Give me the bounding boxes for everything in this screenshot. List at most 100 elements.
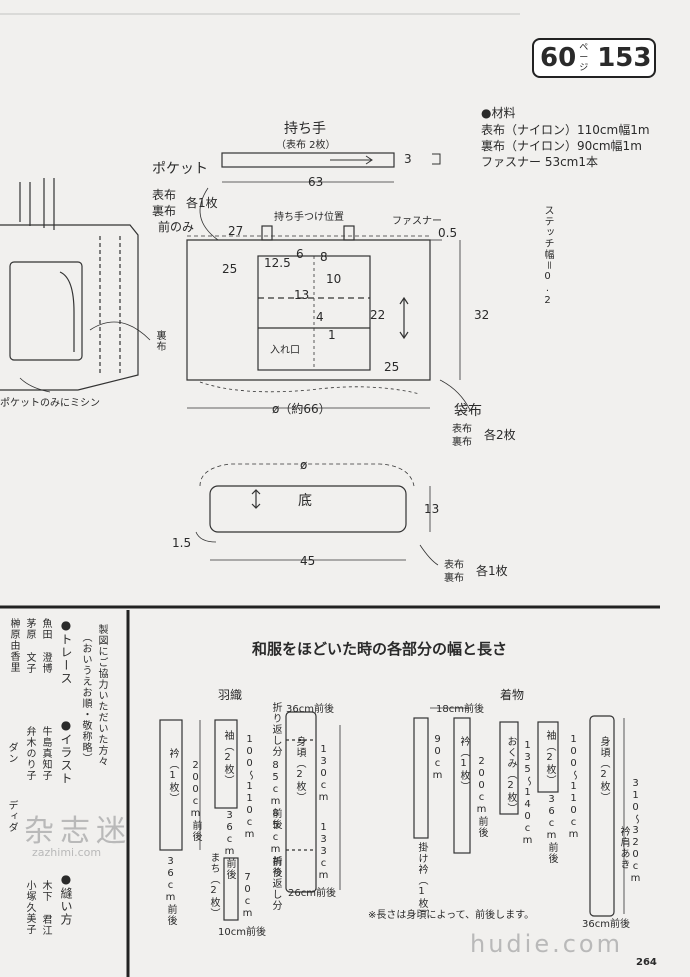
kimono-title: 和服をほどいた時の各部分の幅と長さ (252, 640, 508, 658)
pocket-title: ポケット (152, 161, 208, 177)
haori-machi-width: 10cm前後 (218, 927, 266, 938)
dim-label: 10 (326, 272, 342, 286)
credits-cooperation: 製図にご協力いただいた方々 (96, 624, 107, 767)
kimono-top-width: 18cm前後 (436, 704, 484, 715)
kimono-mami-length: 310〜320cm (630, 778, 641, 885)
page-ref-number: 60 (540, 43, 577, 73)
haori-eri-width: 36cm前後 (165, 856, 176, 926)
credits-trace-name: 魚田 澄博 (40, 618, 51, 674)
handle-title: 持ち手 (284, 121, 326, 137)
handle-note: （表布 2枚） (276, 140, 336, 151)
page-ref-unit: ページ (579, 43, 589, 73)
dim-label: 12.5 (264, 256, 291, 270)
pocket-front-only: 前のみ (158, 220, 195, 234)
credits-cooperation-sub: （おいうえお順・敬称略） (80, 632, 91, 764)
pocket-lining-label: 裏布 (154, 330, 165, 352)
bottom-title: 底 (298, 493, 312, 509)
materials-line: ファスナー 53cm1本 (481, 155, 599, 169)
kimono-eri-length: 200cm前後 (476, 756, 487, 838)
pocket-count: 各1枚 (186, 196, 218, 210)
dim-label: 1 (328, 328, 336, 342)
watermark-url: zazhimi.com (32, 846, 102, 859)
haori-orikaeshi-bottom: 折り返し分 (270, 856, 281, 911)
pocket-note-a: 表布 (152, 188, 177, 202)
dim-label: 0.5 (438, 226, 458, 240)
opening-label: 入れ口 (270, 345, 300, 356)
page-number-big: 153 (597, 43, 652, 73)
handle-width: 3 (404, 152, 412, 166)
bottom-height: 13 (424, 502, 440, 516)
credits-trace-name: 榊原由香里 (8, 618, 19, 673)
kimono-footnote: ※長さは身頃によって、前後します。 (368, 910, 535, 921)
kimono-kakeeri: 掛け衿（1枚） (416, 842, 427, 920)
kimono-label: 着物 (500, 688, 525, 702)
kimono-kakeeri-shape (413, 717, 429, 839)
materials-heading: ●材料 (481, 106, 516, 120)
dim-label: 6 (296, 247, 304, 261)
credits-sewing-name: 木下 君江 (40, 880, 51, 936)
bottom-note-b: 裏布 (444, 573, 464, 584)
bottom-note-a: 表布 (444, 560, 464, 571)
haori-machi: まち（2枚） (208, 852, 219, 919)
watermark-cn: 杂志迷 (24, 814, 132, 849)
bottom-phi: ø (300, 458, 308, 472)
credits-trace-name: 茅原 文子 (24, 618, 35, 674)
dim-label: 8 (320, 250, 328, 264)
circumference-label: ø（約66） (272, 402, 331, 416)
kimono-mami-width: 36cm前後 (582, 919, 630, 930)
handle-strap (221, 152, 395, 168)
dim-label: 32 (474, 308, 490, 322)
zipper-label: ファスナー (392, 216, 442, 227)
kimono-sode-width: 36cm前後 (546, 794, 557, 864)
kimono-sode-length: 100〜110cm (568, 734, 579, 841)
credits-illust-label: ●イラスト (59, 718, 73, 785)
dim-label: 22 (370, 308, 386, 322)
credits-illust-name: 弁木のり子 (24, 726, 35, 781)
haori-orikaeshi-top: 折り返し分 (270, 702, 281, 757)
haori-mami-length2: 133cm (318, 822, 329, 882)
haori-mami-top: 36cm前後 (286, 704, 334, 715)
dim-label: 25 (222, 262, 238, 276)
haori-fold-b: 85cm前後 (270, 808, 281, 878)
page-badge: 60 ページ 153 (532, 38, 656, 78)
kimono-sode: 袖（2枚） (544, 730, 555, 786)
kimono-okumi: おくみ（2枚） (505, 736, 516, 814)
credits-cut-name: ダン (6, 742, 17, 764)
haori-eri-shape (159, 719, 183, 851)
stitch-width-label: ステッチ幅＝0.2 (542, 205, 553, 307)
footer-page-number: 264 (636, 957, 657, 968)
kimono-kakeeri-length: 90cm (432, 734, 443, 782)
watermark-site: hudie.com (470, 930, 623, 958)
kimono-eri: 衿（1枚） (458, 736, 469, 792)
kimono-okumi-length: 135〜140cm (522, 740, 533, 847)
materials-line: 表布（ナイロン）110cm幅1m (481, 123, 650, 137)
body-note-b: 裏布 (452, 437, 472, 448)
body-piece-outline (186, 239, 431, 381)
haori-mami-length1: 130cm (318, 744, 329, 804)
dim-label: 4 (316, 310, 324, 324)
credits-trace-label: ●トレース (59, 618, 73, 685)
kimono-kata: 衿肩あき (618, 826, 629, 870)
bottom-width: 45 (300, 554, 316, 568)
haori-fold-a: 85cm前後 (270, 760, 281, 830)
materials-line: 裏布（ナイロン）90cm幅1m (481, 139, 642, 153)
credits-sewing-name: 小塚久美子 (24, 880, 35, 935)
handle-position-label: 持ち手つけ位置 (274, 212, 344, 223)
bottom-count: 各1枚 (476, 564, 508, 578)
kimono-mami: 身頃（2枚） (598, 736, 609, 803)
body-piece-title: 袋布 (454, 403, 482, 419)
dim-label: 25 (384, 360, 400, 374)
credits-sewing-label: ●縫い方 (59, 872, 73, 926)
haori-mami-bottom: 26cm前後 (288, 888, 336, 899)
handle-length: 63 (308, 175, 324, 189)
haori-machi-length: 70cm (242, 872, 253, 920)
dim-label: 13 (294, 288, 310, 302)
pocket-stitch-note: ポケットのみにミシン (0, 398, 100, 409)
bottom-corner: 1.5 (172, 536, 192, 550)
credits-cut-name: ディダ (6, 800, 17, 833)
haori-eri: 衿（1枚） (167, 748, 178, 804)
haori-label: 羽織 (218, 688, 243, 702)
body-count: 各2枚 (484, 428, 516, 442)
credits-illust-name: 牛島真知子 (40, 726, 51, 781)
